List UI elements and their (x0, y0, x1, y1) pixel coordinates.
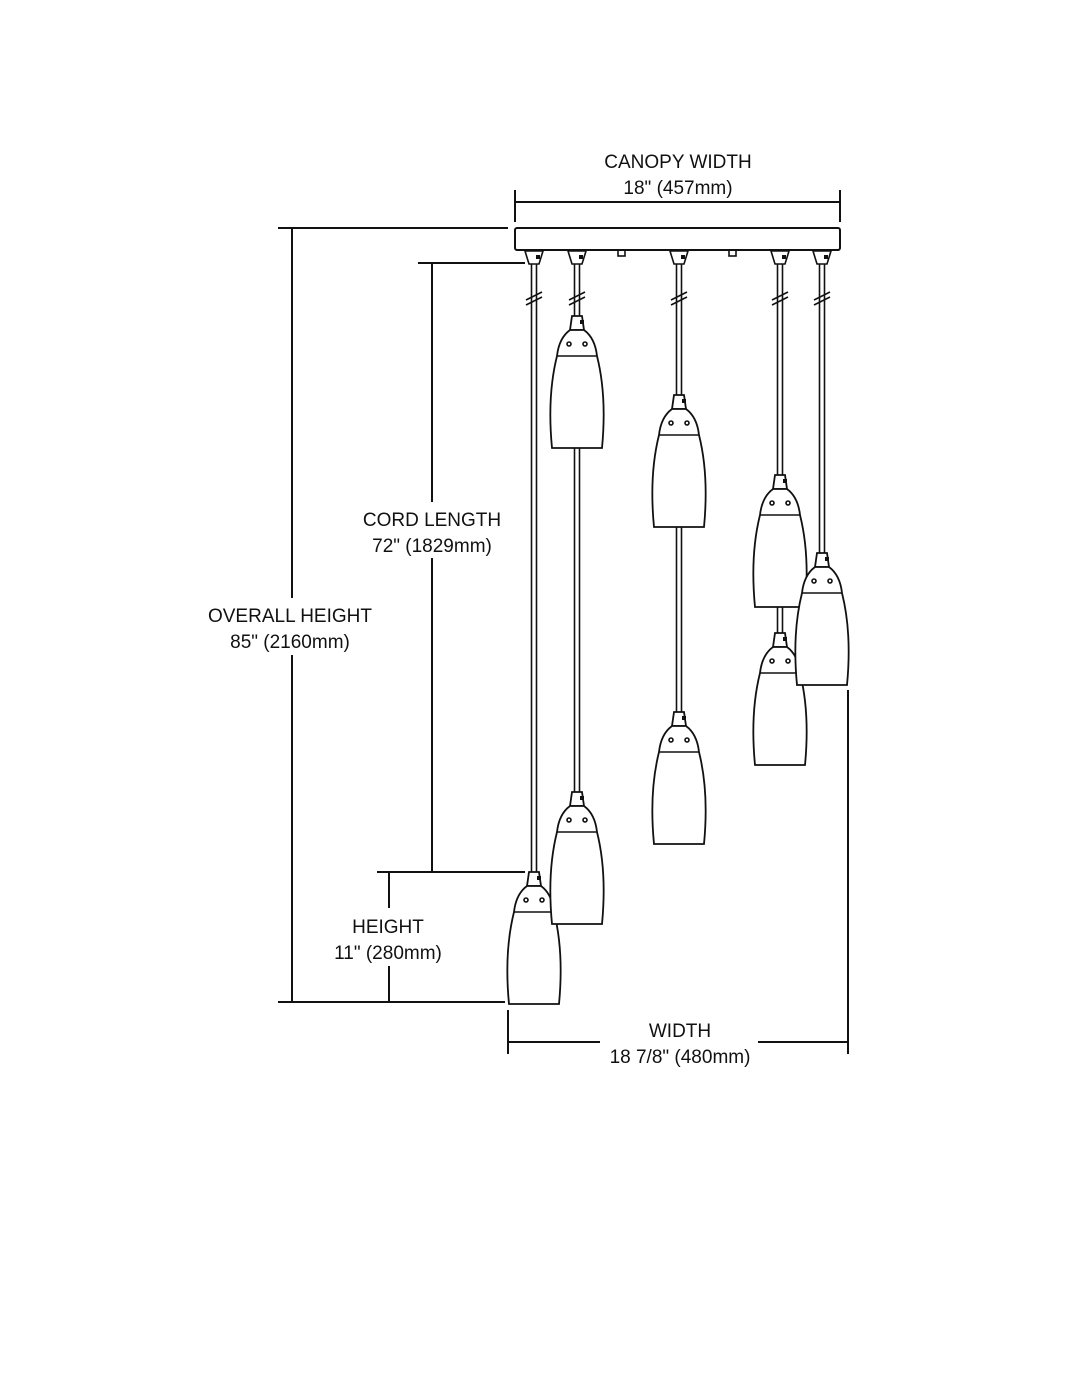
cord-length-dimension: CORD LENGTH 72" (1829mm) (363, 262, 525, 872)
pendant-shade (651, 711, 707, 845)
cord-length-value: 72" (1829mm) (372, 536, 492, 557)
canopy-socket (566, 250, 588, 306)
cord-length-label: CORD LENGTH (363, 510, 501, 531)
canopy-width-label: CANOPY WIDTH (604, 152, 751, 173)
pendant-shade (651, 394, 707, 528)
canopy-socket (668, 250, 690, 306)
width-dimension: WIDTH 18 7/8" (480mm) (507, 690, 849, 1068)
pendant-cord (675, 264, 683, 395)
pendant-cord (530, 264, 538, 872)
canopy-width-value: 18" (457mm) (623, 178, 732, 199)
pendant-shade (506, 871, 562, 1005)
width-value: 18 7/8" (480mm) (610, 1047, 751, 1068)
pendant-shade (752, 474, 808, 608)
canopy-width-dimension: CANOPY WIDTH 18" (457mm) (514, 152, 841, 222)
canopy (514, 227, 841, 257)
height-dimension: HEIGHT 11" (280mm) (334, 871, 525, 1002)
pendant-cord (776, 264, 784, 475)
pendant-cord (776, 607, 784, 633)
width-label: WIDTH (649, 1021, 711, 1042)
pendant-cord (573, 264, 581, 316)
pendant-cord (675, 526, 683, 712)
height-label: HEIGHT (352, 917, 424, 938)
overall-height-dimension: OVERALL HEIGHT 85" (2160mm) (208, 227, 508, 1003)
canopy-socket (811, 250, 833, 306)
overall-height-value: 85" (2160mm) (230, 632, 350, 653)
pendant-shade (549, 791, 605, 925)
pendant-cord (818, 264, 826, 553)
height-value: 11" (280mm) (334, 943, 442, 964)
canopy-socket (769, 250, 791, 306)
pendant-shade (549, 315, 605, 449)
pendant-cord (573, 448, 581, 792)
overall-height-label: OVERALL HEIGHT (208, 606, 372, 627)
pendant-shade (794, 552, 850, 686)
canopy-socket (523, 250, 545, 306)
pendants-group (506, 250, 850, 1005)
